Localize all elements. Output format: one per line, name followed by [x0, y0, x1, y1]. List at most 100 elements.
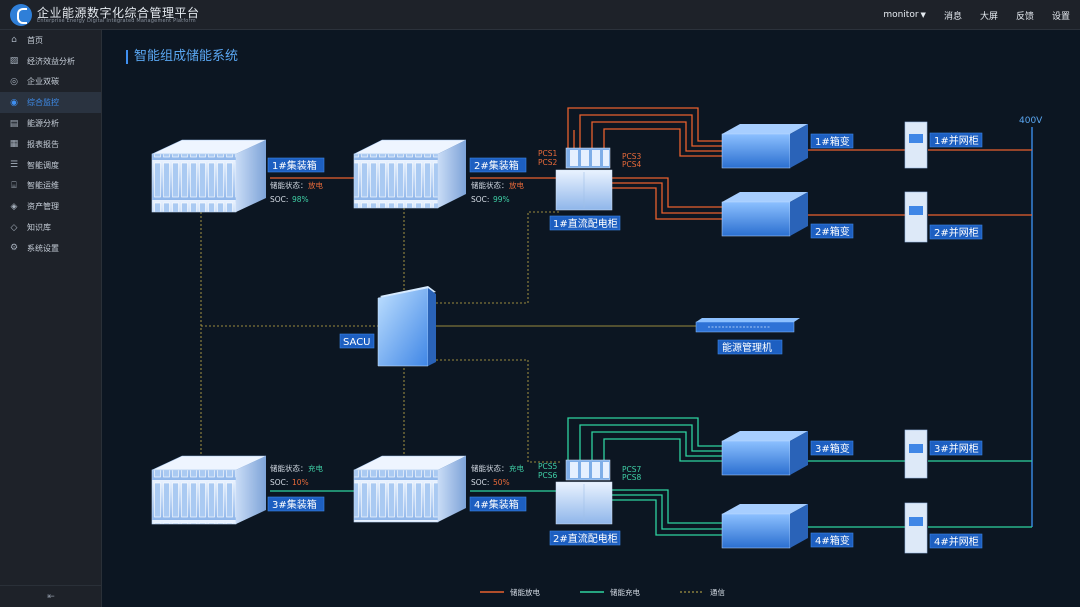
grid-cabinet-4-label: 4#并网柜	[934, 535, 979, 548]
maintenance-icon: ⌸	[11, 180, 17, 191]
sidebar-item-settings[interactable]: ⚙系统设置	[9, 243, 59, 254]
user-menu[interactable]: monitor▼	[883, 10, 926, 20]
transformer-1-label: 1#箱变	[815, 135, 850, 148]
transformer-3-label-box	[810, 440, 854, 456]
container-4-status: 充电	[509, 463, 524, 473]
container-4-status-label: 储能状态：	[471, 463, 509, 473]
legend-charge-label: 储能充电	[610, 587, 640, 597]
legend-discharge-label: 储能放电	[510, 587, 540, 597]
dc-cabinet-2[interactable]	[555, 459, 613, 525]
grid-cabinet-3-label: 3#并网柜	[934, 442, 979, 455]
page-title: 智能组成储能系统	[126, 50, 238, 64]
home-icon: ⌂	[11, 35, 17, 46]
sidebar-item-asset[interactable]: ◈资产管理	[10, 201, 59, 212]
dc-cabinet-1-label: 1#直流配电柜	[553, 217, 618, 230]
sidebar-item-dispatch[interactable]: ☰智能调度	[9, 160, 59, 171]
grid-cabinet-2[interactable]	[904, 191, 928, 243]
grid-cabinet-3-label-box	[929, 440, 983, 456]
sidebar-item-knowledge[interactable]: ◇知识库	[10, 222, 51, 233]
container-3-status-label: 储能状态：	[270, 463, 308, 473]
transformer-4-label-box	[810, 532, 854, 548]
sidebar-item-home[interactable]: ⌂首页	[0, 30, 101, 51]
pcs6-label: PCS6	[538, 471, 558, 480]
dc-cabinet-1[interactable]	[555, 147, 613, 211]
container-1-status: 放电	[308, 180, 323, 190]
grid-cabinet-1-label: 1#并网柜	[934, 134, 979, 147]
grid-cabinet-4[interactable]	[904, 502, 928, 554]
app-header: 企业能源数字化综合管理平台 Enterprise Energy Digital …	[0, 0, 1080, 30]
transformer-2-label-box	[810, 223, 854, 239]
container-2-soc-label: SOC:	[471, 195, 489, 204]
container-1-soc-label: SOC:	[270, 195, 288, 204]
transformer-4[interactable]	[721, 504, 808, 549]
report-icon: ▦	[9, 139, 19, 150]
pcs3-label: PCS3	[622, 152, 642, 161]
bus-voltage-label: 400V	[1019, 116, 1043, 126]
dc-cabinet-2-label-box	[549, 530, 621, 546]
container-2[interactable]	[353, 139, 467, 209]
collapse-icon: ⇤	[47, 591, 55, 602]
messages-link[interactable]: 消息	[943, 11, 962, 22]
ems-label-box	[717, 339, 783, 355]
sidebar-item-economics[interactable]: ▨经济效益分析	[9, 56, 75, 67]
legend-comm-label: 通信	[710, 587, 725, 597]
grid-cabinet-1-label-box	[929, 132, 983, 148]
collapse-sidebar-button[interactable]: ⇤	[0, 585, 102, 607]
logo-icon	[10, 4, 32, 26]
pcs7-label: PCS7	[622, 465, 642, 474]
container-4-soc: 50%	[493, 478, 510, 487]
settings-link[interactable]: 设置	[1051, 11, 1070, 22]
top-nav: monitor▼ 消息 大屏 反馈 设置	[883, 0, 1070, 30]
chart-icon: ▨	[9, 56, 19, 67]
container-1-label-box	[267, 157, 325, 173]
grid-cabinet-1[interactable]	[904, 121, 928, 169]
sidebar-item-analysis[interactable]: ▤能源分析	[9, 118, 59, 129]
container-4-label-box	[469, 496, 527, 512]
transformer-3-label: 3#箱变	[815, 442, 850, 455]
sidebar-item-carbon[interactable]: ◎企业双碳	[10, 76, 59, 87]
sidebar-item-report[interactable]: ▦报表报告	[9, 139, 59, 150]
pcs2-label: PCS2	[538, 158, 558, 167]
container-2-label-box	[469, 157, 527, 173]
pcs8-label: PCS8	[622, 473, 642, 482]
container-4-soc-label: SOC:	[471, 478, 489, 487]
analysis-icon: ▤	[9, 118, 19, 129]
transformer-4-label: 4#箱变	[815, 534, 850, 547]
energy-storage-diagram: 400V	[151, 107, 1043, 597]
sacu-label: SACU	[343, 337, 371, 348]
container-2-soc: 99%	[493, 195, 510, 204]
bigscreen-link[interactable]: 大屏	[979, 11, 998, 22]
sidebar-item-maintenance[interactable]: ⌸智能运维	[0, 176, 101, 197]
feedback-link[interactable]: 反馈	[1015, 11, 1034, 22]
container-3-name: 3#集装箱	[272, 498, 317, 511]
sacu-label-box	[339, 333, 375, 349]
container-3-soc: 10%	[292, 478, 309, 487]
container-1-soc: 98%	[292, 195, 309, 204]
comm-lines	[200, 208, 560, 463]
transformer-1[interactable]	[721, 124, 808, 169]
charge-lines	[270, 417, 1032, 536]
co2-icon: ◎	[10, 76, 18, 87]
ems-device[interactable]	[695, 318, 800, 333]
container-2-name: 2#集装箱	[474, 159, 519, 172]
asset-icon: ◈	[10, 201, 18, 212]
container-4[interactable]	[353, 455, 467, 523]
grid-cabinet-2-label-box	[929, 224, 983, 240]
sacu-device[interactable]	[377, 286, 436, 367]
transformer-3[interactable]	[721, 431, 808, 476]
container-2-status: 放电	[509, 180, 524, 190]
container-2-status-label: 储能状态：	[471, 180, 509, 190]
dispatch-icon: ☰	[9, 160, 19, 171]
container-3[interactable]	[151, 455, 267, 525]
gear-icon: ⚙	[9, 243, 19, 254]
container-1[interactable]	[151, 139, 267, 213]
grid-cabinet-4-label-box	[929, 533, 983, 549]
sidebar: ⌂首页 ▨经济效益分析 ◎企业双碳 ◉综合监控 ▤能源分析 ▦报表报告 ☰智能调…	[0, 30, 102, 607]
grid-cabinet-3[interactable]	[904, 429, 928, 479]
container-1-status-label: 储能状态：	[270, 180, 308, 190]
sidebar-item-monitor[interactable]: ◉综合监控	[0, 92, 101, 114]
grid-cabinet-2-label: 2#并网柜	[934, 226, 979, 239]
container-4-name: 4#集装箱	[474, 498, 519, 511]
transformer-2[interactable]	[721, 192, 808, 237]
ems-label: 能源管理机	[722, 341, 772, 354]
